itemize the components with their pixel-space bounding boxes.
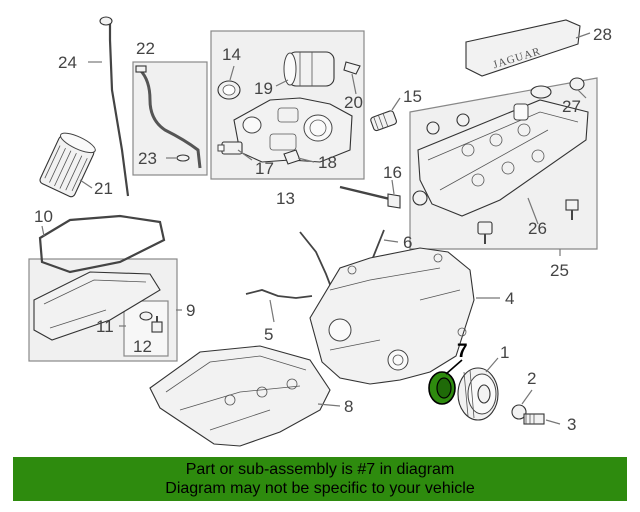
- callout-labels: 1 2 3 4 5 6 7 8 9 10 11 12 13 14 15 16 1…: [34, 25, 612, 434]
- sensor-17: [217, 141, 243, 155]
- callout-10: 10: [34, 207, 53, 226]
- front-crank-seal-7: [428, 371, 456, 405]
- callout-22: 22: [136, 39, 155, 58]
- callout-11: 11: [96, 317, 114, 336]
- thermostat-housing: [233, 97, 353, 163]
- grommet-bottom: [412, 190, 428, 206]
- bolt-16: [339, 185, 401, 209]
- washer-2: [511, 404, 527, 420]
- engine-cover-28: JAGUAR: [465, 19, 581, 77]
- oil-cap-27: [530, 85, 552, 99]
- callout-28: 28: [593, 25, 612, 44]
- callout-12: 12: [133, 337, 152, 356]
- grommet-27: [569, 77, 585, 91]
- timing-cover-4: [309, 247, 475, 385]
- callout-8: 8: [344, 397, 353, 416]
- callout-24: 24: [58, 53, 77, 72]
- callout-2: 2: [527, 369, 536, 388]
- bedplate-8: [149, 345, 331, 447]
- banner-line-2: Diagram may not be specific to your vehi…: [165, 480, 475, 497]
- bolt-20: [343, 61, 361, 75]
- oil-filter-part: [39, 132, 96, 198]
- drain-washer-12: [139, 311, 153, 321]
- engine-parts-diagram: JAGUAR: [28, 16, 612, 447]
- crank-pulley-1: [457, 367, 499, 421]
- thermostat-19: [283, 51, 335, 87]
- callout-6: 6: [403, 233, 412, 252]
- callout-16: 16: [383, 163, 402, 182]
- callout-17: 17: [255, 159, 274, 178]
- notice-banner: Part or sub-assembly is #7 in diagram Di…: [13, 457, 627, 501]
- callout-26: 26: [528, 219, 547, 238]
- banner-line-1: Part or sub-assembly is #7 in diagram: [185, 461, 455, 478]
- callout-3: 3: [567, 415, 576, 434]
- gasket-5: [245, 289, 313, 299]
- callout-20: 20: [344, 93, 363, 112]
- crank-bolt-3: [523, 413, 545, 425]
- sensor-26a: [477, 221, 493, 244]
- callout-1: 1: [500, 343, 509, 362]
- grommet-left: [426, 121, 440, 135]
- dipstick-tube-part: [135, 65, 202, 169]
- callout-7: 7: [457, 341, 468, 362]
- callout-25: 25: [550, 261, 569, 280]
- callout-14: 14: [222, 45, 241, 64]
- valve-cover-26: [417, 99, 589, 217]
- callout-5: 5: [264, 325, 273, 344]
- callout-21: 21: [94, 179, 113, 198]
- leader-lines: [41, 32, 591, 425]
- callout-23: 23: [138, 149, 157, 168]
- callout-27: 27: [562, 97, 581, 116]
- dipstick-part: [99, 16, 130, 197]
- callout-4: 4: [505, 289, 514, 308]
- callout-19: 19: [254, 79, 273, 98]
- drain-plug-12: [151, 316, 163, 333]
- callout-13: 13: [276, 189, 295, 208]
- callout-9: 9: [186, 301, 195, 320]
- oil-pan-9: [33, 271, 161, 341]
- sensor-15: [370, 110, 397, 132]
- bolt-26b: [565, 199, 579, 220]
- callout-18: 18: [318, 153, 337, 172]
- callout-15: 15: [403, 87, 422, 106]
- clip-18: [283, 149, 301, 165]
- oil-pan-gasket-10: [38, 214, 166, 274]
- o-ring-23: [176, 154, 190, 162]
- grommet-mid: [456, 113, 470, 127]
